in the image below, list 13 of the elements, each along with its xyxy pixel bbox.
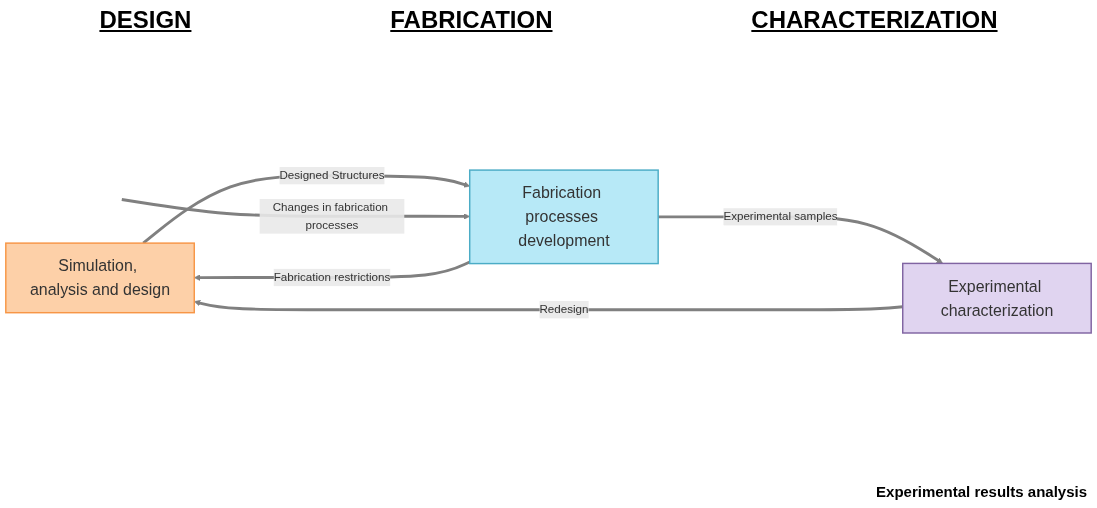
edge-label: Changes in fabrication processes xyxy=(272,201,389,231)
node-box: Fabrication processes development xyxy=(469,169,659,265)
arrow xyxy=(142,174,470,245)
node-box: Simulation, analysis and design xyxy=(5,242,195,314)
note: Experimental results analysis xyxy=(876,483,1087,500)
column-heading: CHARACTERIZATION xyxy=(751,6,998,34)
edge-label: Designed Structures xyxy=(279,169,385,182)
node-box: Experimental characterization xyxy=(902,262,1092,334)
edge-label: Fabrication restrictions xyxy=(273,271,391,284)
edge-label: Experimental samples xyxy=(723,210,838,223)
column-heading: DESIGN xyxy=(99,6,192,34)
column-heading: FABRICATION xyxy=(390,6,553,34)
edge-label: Redesign xyxy=(539,303,589,316)
